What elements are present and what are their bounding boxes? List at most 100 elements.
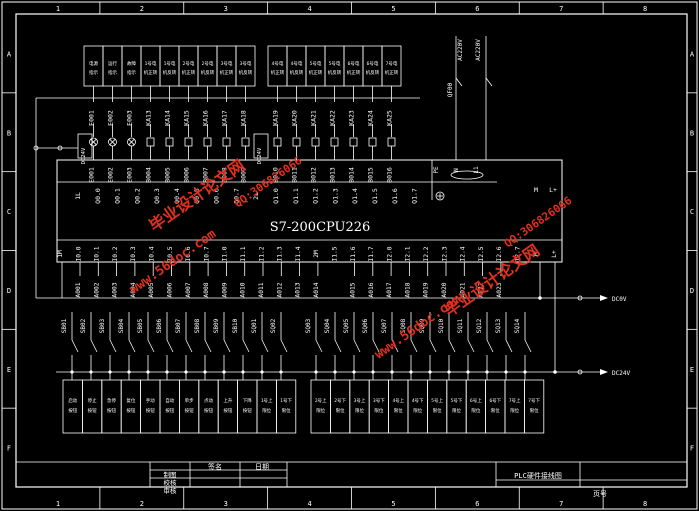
output-terminal-label: Q0.6	[213, 188, 221, 204]
column-number: 3	[224, 5, 228, 13]
relay-coil-icon	[184, 137, 193, 147]
lamp-icon	[128, 138, 135, 146]
switch-contact-icon	[280, 339, 288, 353]
output-component-label: E001	[88, 110, 96, 126]
input-description-text: 按钮	[204, 407, 213, 414]
output-address-label: B013	[329, 167, 337, 183]
switch-label: SQ12	[476, 318, 483, 333]
input-description-text: 限位	[394, 407, 403, 414]
output-terminal-label: Q1.0	[272, 188, 280, 204]
input-address-label: A006	[167, 282, 174, 297]
output-address-label: B014	[348, 167, 356, 183]
switch-label: SQ14	[514, 318, 521, 333]
breaker-label: QF00	[447, 82, 454, 97]
input-address-label: A003	[112, 282, 119, 297]
switch-contact-icon	[391, 339, 399, 353]
row-letter: A	[690, 50, 695, 58]
input-description-text: 4号上	[392, 397, 404, 404]
input-address-label: A020	[441, 282, 448, 297]
row-letter: C	[7, 208, 11, 216]
input-description-text: 下降	[243, 397, 252, 404]
input-address-label: A011	[258, 282, 265, 297]
input-description-text: 4号下	[412, 398, 424, 404]
input-description-box	[349, 379, 370, 434]
switch-label: SQ13	[495, 318, 502, 333]
output-terminal-label: Q1.3	[331, 188, 339, 204]
input-description-text: 单步	[185, 397, 194, 404]
switch-label: SB04	[118, 318, 125, 333]
relay-coil-icon	[165, 137, 174, 147]
relay-coil-icon	[368, 137, 377, 147]
output-address-label: B004	[145, 167, 153, 183]
switch-label: SQ04	[324, 318, 331, 333]
column-number: 4	[307, 5, 311, 13]
input-description-text: 限位	[355, 407, 364, 414]
input-description-text: 按钮	[243, 407, 252, 414]
relay-coil-icon	[241, 137, 250, 147]
input-terminal-label: L+	[551, 250, 558, 258]
switch-label: SB08	[194, 318, 201, 333]
relay-coil-icon	[330, 137, 339, 147]
output-description-text: 5号电	[310, 60, 322, 67]
input-description-box	[178, 379, 200, 434]
input-address-label: A008	[203, 282, 210, 297]
output-supply-box	[253, 133, 269, 159]
output-supply-label: DC24V	[257, 147, 263, 164]
switch-contact-icon	[372, 339, 380, 353]
output-terminal-label: Q0.5	[193, 188, 201, 204]
output-description-text: 指示	[108, 69, 117, 76]
input-address-label: A022	[478, 282, 485, 297]
input-description-box	[485, 379, 506, 434]
input-description-text: 按钮	[146, 407, 155, 414]
input-description-box	[237, 379, 258, 434]
input-terminal-label: I1.1	[240, 246, 247, 261]
input-description-box	[465, 379, 487, 434]
input-description-text: 7号下	[528, 398, 540, 404]
output-description-text: 机正转	[271, 69, 285, 76]
dc24v-label: DC24V	[612, 370, 630, 377]
relay-coil-icon	[387, 137, 396, 147]
input-description-box	[310, 379, 331, 434]
input-address-label: A014	[313, 282, 320, 297]
input-description-box	[120, 379, 141, 434]
column-number: 1	[56, 5, 60, 13]
input-address-label: A023	[496, 282, 503, 297]
input-description-text: 限位	[491, 407, 500, 414]
output-description-text: 机正转	[144, 69, 158, 76]
input-terminal-label: I0.7	[203, 246, 210, 261]
output-description-text: 3号电	[240, 60, 252, 67]
output-description-text: 6号电	[348, 60, 360, 67]
column-number: 4	[307, 500, 311, 508]
output-terminal-label: 2L	[252, 192, 260, 200]
output-description-text: 6号电	[367, 60, 379, 67]
supply-label: AC220V	[457, 39, 464, 61]
column-number: 8	[643, 500, 647, 508]
input-description-text: 限位	[282, 407, 291, 414]
input-terminal-label: 1M	[57, 250, 64, 258]
switch-contact-icon	[353, 339, 361, 353]
n-label: N	[453, 168, 460, 172]
input-address-label: A005	[148, 282, 155, 297]
output-address-label: B011	[291, 167, 299, 183]
input-description-box	[388, 379, 409, 434]
page-label: 页号	[593, 490, 607, 498]
arrow-icon	[600, 369, 608, 375]
output-description-text: 指示	[127, 69, 136, 76]
input-terminal-label: I2.6	[496, 246, 503, 261]
terminal-dot	[577, 295, 583, 301]
input-description-text: 启动	[68, 397, 77, 404]
input-description-box	[504, 379, 525, 434]
column-number: 6	[475, 500, 479, 508]
switch-label: SB05	[137, 318, 144, 333]
input-terminal-label: I0.0	[75, 246, 82, 261]
output-description-text: 机正转	[309, 69, 323, 76]
output-terminal-label: Q1.2	[312, 188, 320, 204]
input-address-label: A004	[130, 282, 137, 297]
input-address-label: A017	[386, 282, 393, 297]
column-number: 2	[140, 5, 144, 13]
output-component-label: KA16	[202, 110, 210, 126]
switch-contact-icon	[334, 339, 342, 353]
input-address-label: A018	[404, 282, 411, 297]
output-component-label: KA19	[272, 110, 280, 126]
output-terminal-label: 1L	[74, 192, 82, 200]
